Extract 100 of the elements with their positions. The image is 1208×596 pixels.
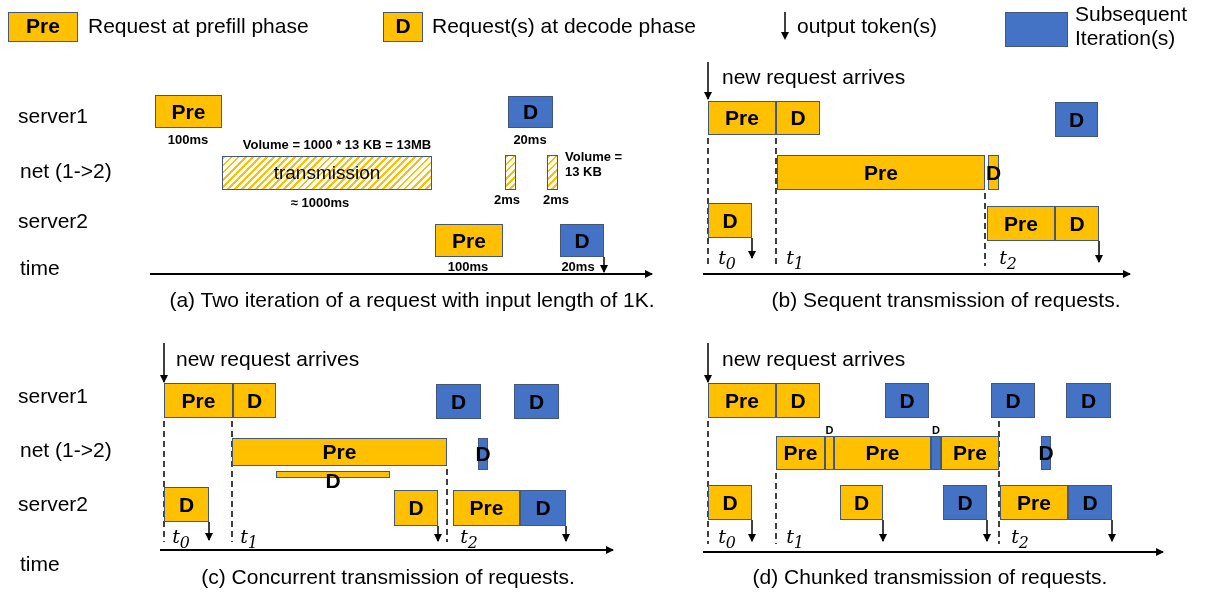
time-marker: t$_{1}$ [786,525,804,554]
node-label: D [1069,211,1085,236]
node-label: D [535,496,551,520]
caption: (c) Concurrent transmission of requests. [201,565,575,590]
annotation-text: 20ms [561,260,595,276]
node-label: D [450,389,467,414]
node-label: Pre [1017,490,1051,515]
time-marker: t$_{2}$ [460,525,478,554]
node-label: D [722,490,738,515]
annotation-text: ≈ 1000ms [290,196,350,212]
time-marker: t$_{2}$ [1011,525,1029,554]
node-label: D [1068,107,1085,132]
node-label: D [957,490,973,515]
decode-box [885,383,929,418]
prefill-box [777,155,985,190]
decode-box [943,485,987,520]
decode-box [508,96,553,128]
node-label: D [1082,490,1098,515]
prefill-box [453,490,520,526]
decode-box [436,384,481,419]
prefill-box [1000,485,1068,520]
legend-label: Request at prefill phase [88,14,309,39]
annotation-text: 100ms [447,260,489,276]
node-label: D [408,496,424,520]
node-label: D [1005,388,1021,413]
node-label: Pre [725,388,759,413]
node-label: D [722,208,738,233]
decode-box [776,383,820,418]
node-label: D [825,424,834,436]
annotation-text: 2ms [543,193,569,209]
annotation-text: 2ms [494,193,520,209]
row-label: net (1->2) [20,438,112,463]
legend-label: output token(s) [797,14,938,39]
time-marker: t$_{1}$ [240,525,258,554]
node-label: D [932,424,940,436]
node-label: Pre [322,440,357,464]
node-label: D [246,388,263,413]
time-marker: t$_{1}$ [786,246,804,275]
prefill-box [708,383,776,418]
node-label: Pre [783,441,818,465]
time-marker: t$_{0}$ [718,525,736,554]
decode-box [164,487,209,522]
node-label: Pre [1004,211,1038,236]
legend-sample-text: Pre [26,14,60,39]
node-label: D [528,389,545,414]
annotation-text: Volume = 13 KB [565,150,624,181]
row-label: server1 [18,104,89,129]
decode-box [394,490,438,526]
node-label: Pre [181,388,216,413]
prefill-box [435,224,503,257]
row-label: time [20,552,60,577]
node-label: Pre [469,496,504,520]
transmission-bar [505,155,516,190]
decode-box [1055,102,1098,137]
annotation-text: new request arrives [722,347,906,372]
time-marker: t$_{2}$ [999,246,1017,275]
prefill-box [164,383,233,418]
row-label: net (1->2) [20,159,112,184]
node-label: D [899,388,915,413]
prefill-box [834,436,931,470]
decode-box [708,203,752,238]
node-label: D [790,388,806,413]
legend-label: Request(s) at decode phase [432,14,696,39]
node-label: Pre [953,441,987,465]
caption: (d) Chunked transmission of requests. [752,565,1108,590]
row-label: server2 [18,209,89,234]
annotation-text: new request arrives [722,65,906,90]
legend-sample-text: D [395,14,411,39]
annotation-text: new request arrives [176,347,360,372]
decode-box [1066,383,1111,418]
prefill-box [776,436,825,470]
prefill-box [708,101,776,135]
decode-box [708,485,752,520]
decode-box [776,101,820,135]
annotation-text: Volume = 1000 * 13 KB = 13MB [242,138,432,154]
annotation-text: 20ms [513,133,547,149]
decode-box [1055,206,1099,241]
time-marker: t$_{0}$ [718,246,736,275]
node-label: Pre [725,106,759,130]
node-label: Pre [865,441,900,465]
node-label: D [178,492,195,517]
row-label: server2 [18,492,89,517]
node-label: D [790,106,806,130]
prefill-box [987,206,1055,241]
caption: (b) Sequent transmission of requests. [771,288,1121,313]
row-label: server1 [18,384,89,409]
decode-box [514,384,559,419]
node-label: D [522,100,539,124]
node-label: Pre [452,228,486,253]
caption: (a) Two iteration of a request with input length of 1K. [169,288,655,313]
decode-box [1068,485,1112,520]
prefill-box [941,436,999,470]
row-label: time [20,256,60,281]
node-label: D [853,490,870,515]
node-label: Pre [864,160,898,185]
time-marker: t$_{0}$ [172,525,190,554]
decode-box [840,485,883,520]
decode-box [520,490,566,526]
node-label: D [1080,388,1097,413]
transmission-bar [547,155,558,190]
